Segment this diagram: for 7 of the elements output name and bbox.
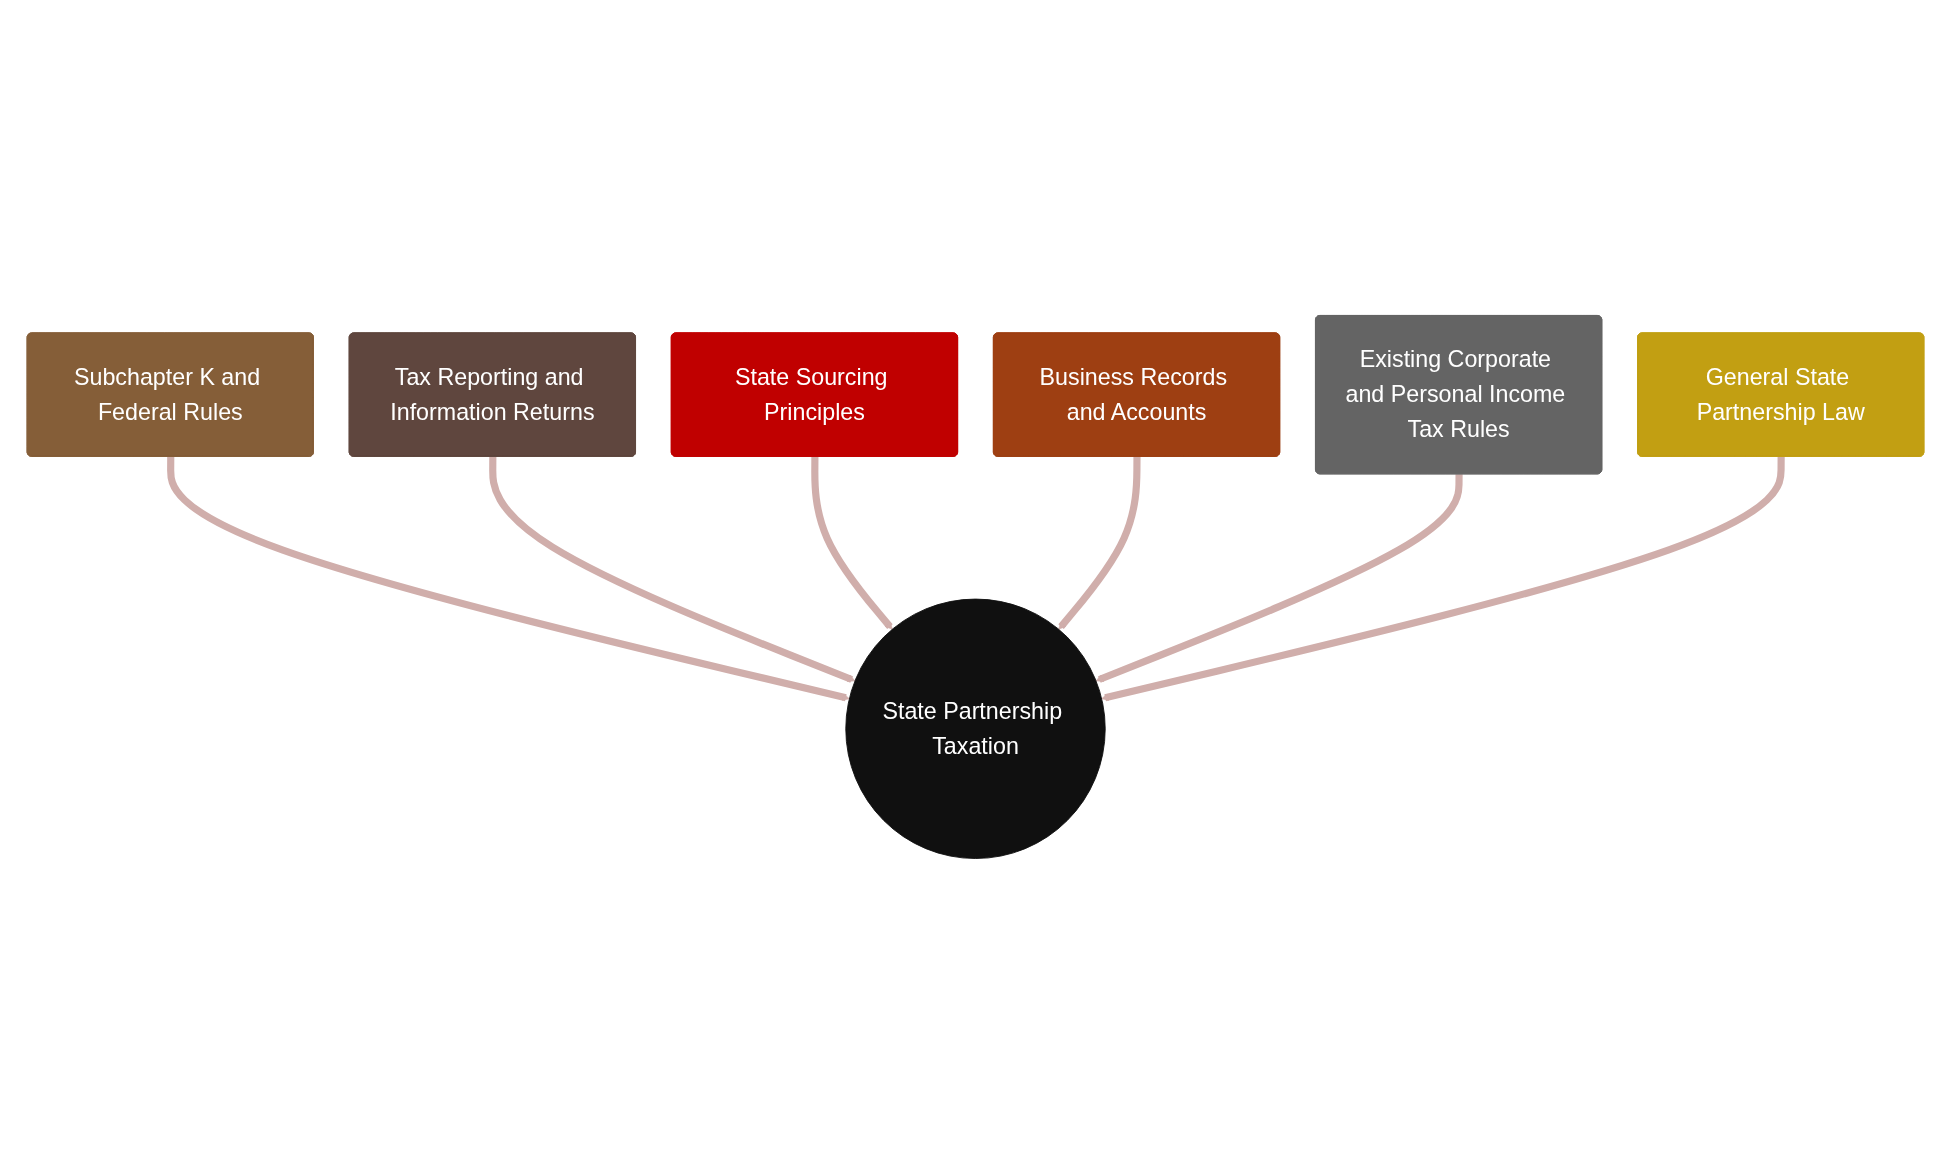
arrow [811,456,893,630]
arrow [1095,474,1463,683]
arrow [489,456,856,683]
arrow [167,456,850,702]
node-circle [845,598,1106,859]
arrow [1101,456,1785,702]
arrow [1058,456,1141,630]
